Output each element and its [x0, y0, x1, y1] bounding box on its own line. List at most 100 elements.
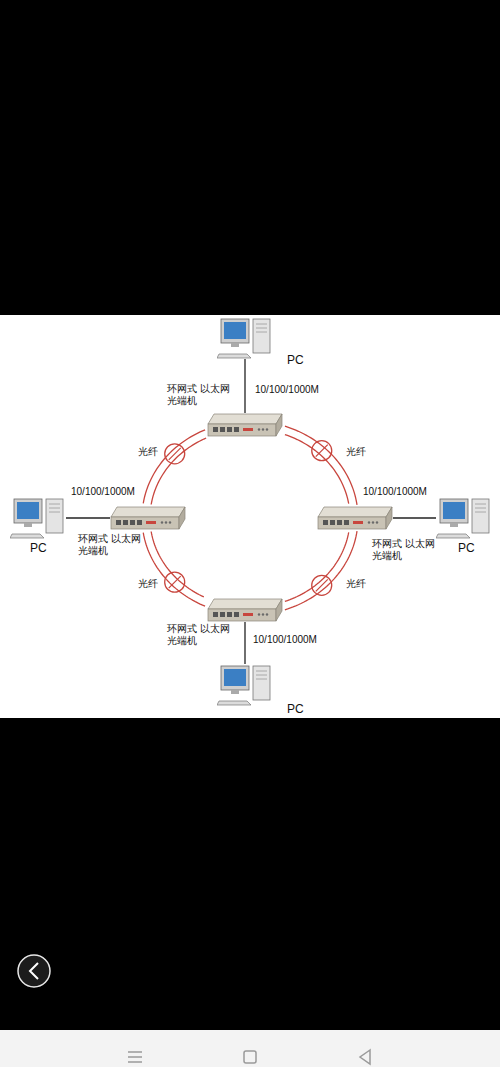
fiber-port — [323, 520, 328, 525]
fiber-port — [130, 520, 135, 525]
pc-node: PC — [217, 317, 273, 359]
pc-drawing — [436, 499, 489, 538]
device-side — [276, 599, 282, 621]
ethernet-link — [245, 359, 246, 413]
device-side — [386, 507, 392, 529]
pc-label: PC — [458, 541, 475, 555]
device-label: 环网式 以太网光端机 — [372, 538, 436, 562]
led — [266, 613, 268, 615]
nav-bar-ground — [0, 1030, 500, 1067]
device-label: 环网式 以太网光端机 — [78, 533, 142, 557]
fiber-link — [143, 531, 205, 606]
fiber-port — [344, 520, 349, 525]
pc-drawing — [217, 666, 270, 705]
ring-ethernet-optical-transceiver: 环网式 以太网光端机 — [207, 413, 283, 437]
fiber-line — [285, 531, 357, 610]
led — [161, 521, 163, 523]
monitor-screen — [224, 669, 246, 686]
transceiver-drawing — [208, 599, 282, 621]
fiber-line — [143, 533, 205, 606]
fiber-line — [151, 531, 204, 596]
led — [262, 428, 264, 430]
fiber-marker-slash — [316, 579, 328, 591]
fiber-port — [213, 427, 218, 432]
fiber-link — [143, 430, 206, 505]
fiber-marker-slash — [169, 448, 181, 460]
pc-label: PC — [30, 541, 47, 555]
fiber-line — [151, 438, 206, 504]
indicator-strip — [243, 428, 253, 431]
pc-icon — [436, 497, 492, 539]
ethernet-cable — [244, 359, 245, 413]
transceiver-icon — [317, 506, 393, 530]
transceiver-drawing — [318, 507, 392, 529]
fiber-port — [137, 520, 142, 525]
monitor-frame — [221, 319, 249, 343]
device-top — [318, 507, 392, 517]
back-button — [18, 955, 50, 987]
keyboard — [10, 534, 44, 538]
fiber-line — [285, 435, 349, 504]
transceiver-icon — [110, 506, 186, 530]
led — [169, 521, 171, 523]
keyboard — [217, 354, 251, 358]
transceiver-drawing — [208, 414, 282, 436]
monitor-frame — [221, 666, 249, 690]
pc-drawing — [10, 499, 63, 538]
led — [262, 613, 264, 615]
keyboard — [217, 701, 251, 705]
back-icon — [360, 1050, 370, 1064]
monitor-screen — [224, 322, 246, 339]
fiber-port — [337, 520, 342, 525]
pc-node: PC — [217, 664, 273, 706]
fiber-label: 光纤 — [137, 446, 159, 458]
led — [266, 428, 268, 430]
fiber-marker — [165, 572, 185, 592]
fiber-port — [220, 427, 225, 432]
indicator-strip — [353, 521, 363, 524]
device-top — [208, 414, 282, 424]
fiber-line — [285, 426, 357, 505]
fiber-link — [285, 531, 357, 610]
monitor-screen — [443, 502, 465, 519]
device-side — [179, 507, 185, 529]
transceiver-drawing — [111, 507, 185, 529]
fiber-marker — [312, 441, 332, 461]
device-front — [318, 517, 386, 529]
led — [258, 613, 260, 615]
device-label: 环网式 以太网光端机 — [167, 383, 231, 407]
pc-node: PC — [436, 497, 492, 539]
fiber-label: 光纤 — [345, 446, 367, 458]
speed-label: 10/100/1000M — [252, 634, 318, 646]
fiber-label: 光纤 — [137, 578, 159, 590]
device-front — [208, 609, 276, 621]
back-chevron — [30, 963, 38, 979]
pc-icon — [217, 664, 273, 706]
pc-label: PC — [287, 353, 304, 367]
fiber-port — [220, 612, 225, 617]
device-top — [111, 507, 185, 517]
keyboard — [436, 534, 470, 538]
fiber-port — [123, 520, 128, 525]
back-button-circle — [18, 955, 50, 987]
navigation-bar — [0, 1030, 500, 1067]
menu-icon — [128, 1052, 142, 1062]
speed-label: 10/100/1000M — [70, 486, 136, 498]
device-front — [111, 517, 179, 529]
indicator-strip — [146, 521, 156, 524]
pc-icon — [217, 317, 273, 359]
fiber-port — [234, 612, 239, 617]
fiber-marker — [165, 444, 185, 464]
led — [258, 428, 260, 430]
led — [165, 521, 167, 523]
home-icon — [244, 1051, 256, 1063]
fiber-port — [227, 612, 232, 617]
device-top — [208, 599, 282, 609]
ethernet-link — [245, 622, 246, 664]
ethernet-cable — [244, 622, 245, 664]
fiber-label: 光纤 — [345, 578, 367, 590]
ring-ethernet-optical-transceiver: 环网式 以太网光端机 — [207, 598, 283, 622]
speed-label: 10/100/1000M — [362, 486, 428, 498]
